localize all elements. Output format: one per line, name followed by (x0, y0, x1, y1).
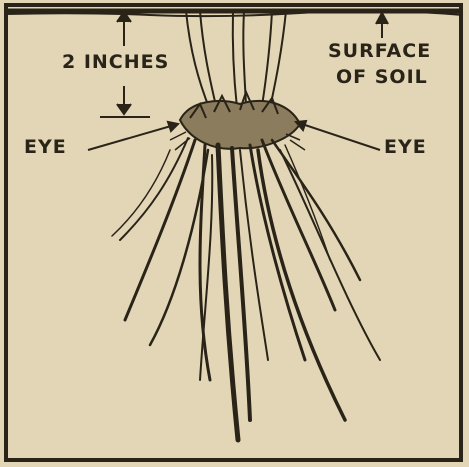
plant-roots (112, 138, 380, 440)
depth-label: 2 INCHES (62, 51, 169, 73)
surface-label-line1: SURFACE (328, 40, 431, 62)
eye-label-right: EYE (384, 136, 427, 158)
surface-label-line2: OF SOIL (336, 66, 428, 88)
eye-label-left: EYE (24, 136, 67, 158)
surface-arrow (376, 13, 388, 38)
plant-stems (186, 11, 286, 110)
plant-crown (170, 92, 305, 150)
